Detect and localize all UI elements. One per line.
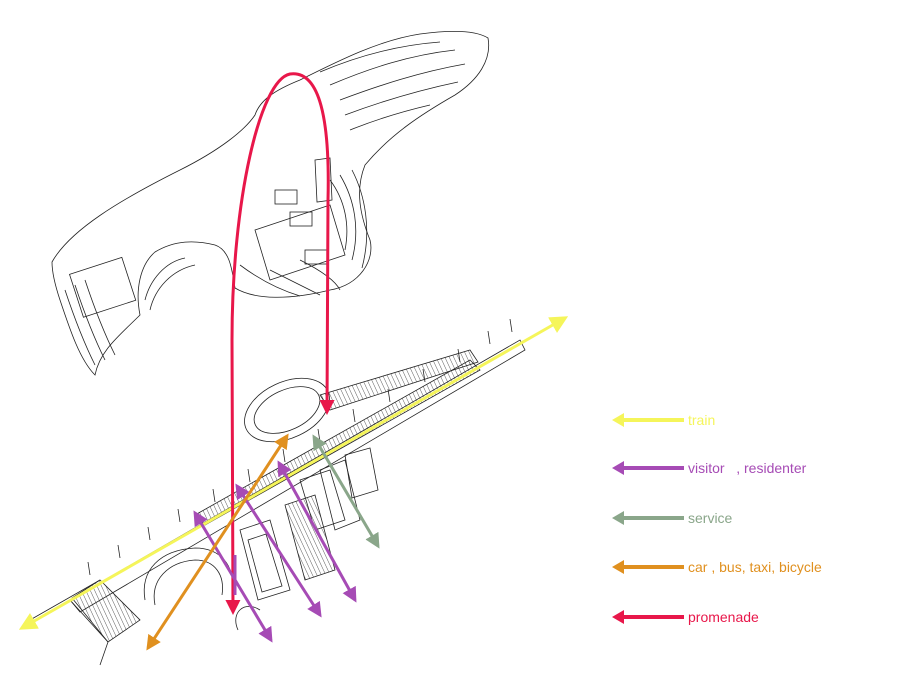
legend-label: train (688, 412, 716, 428)
promenade-path-arrow (225, 72, 335, 615)
legend-label: promenade (688, 609, 759, 625)
legend-item-promenade: promenade (612, 602, 892, 632)
left-arrow-icon (612, 413, 684, 427)
train-path-arrow (18, 316, 569, 630)
legend-item-car: car , bus, taxi, bicycle (612, 552, 892, 582)
legend-label: car , bus, taxi, bicycle (688, 559, 822, 575)
circulation-arrows (18, 72, 569, 651)
left-arrow-icon (612, 511, 684, 525)
service-path-arrow (312, 434, 380, 549)
visitor-path-arrow-3 (277, 460, 357, 603)
legend-item-train: train (612, 405, 892, 435)
legend-label: service (688, 510, 733, 526)
upper-terrain-model (51, 30, 490, 376)
lower-site-model (29, 318, 526, 666)
left-arrow-icon (612, 560, 684, 574)
legend-item-visitor: visitor , residenter (612, 453, 892, 483)
left-arrow-icon (612, 461, 684, 475)
car-path-arrow (146, 433, 289, 651)
legend-label: visitor , residenter (688, 460, 807, 476)
legend-item-service: service (612, 503, 892, 533)
left-arrow-icon (612, 610, 684, 624)
